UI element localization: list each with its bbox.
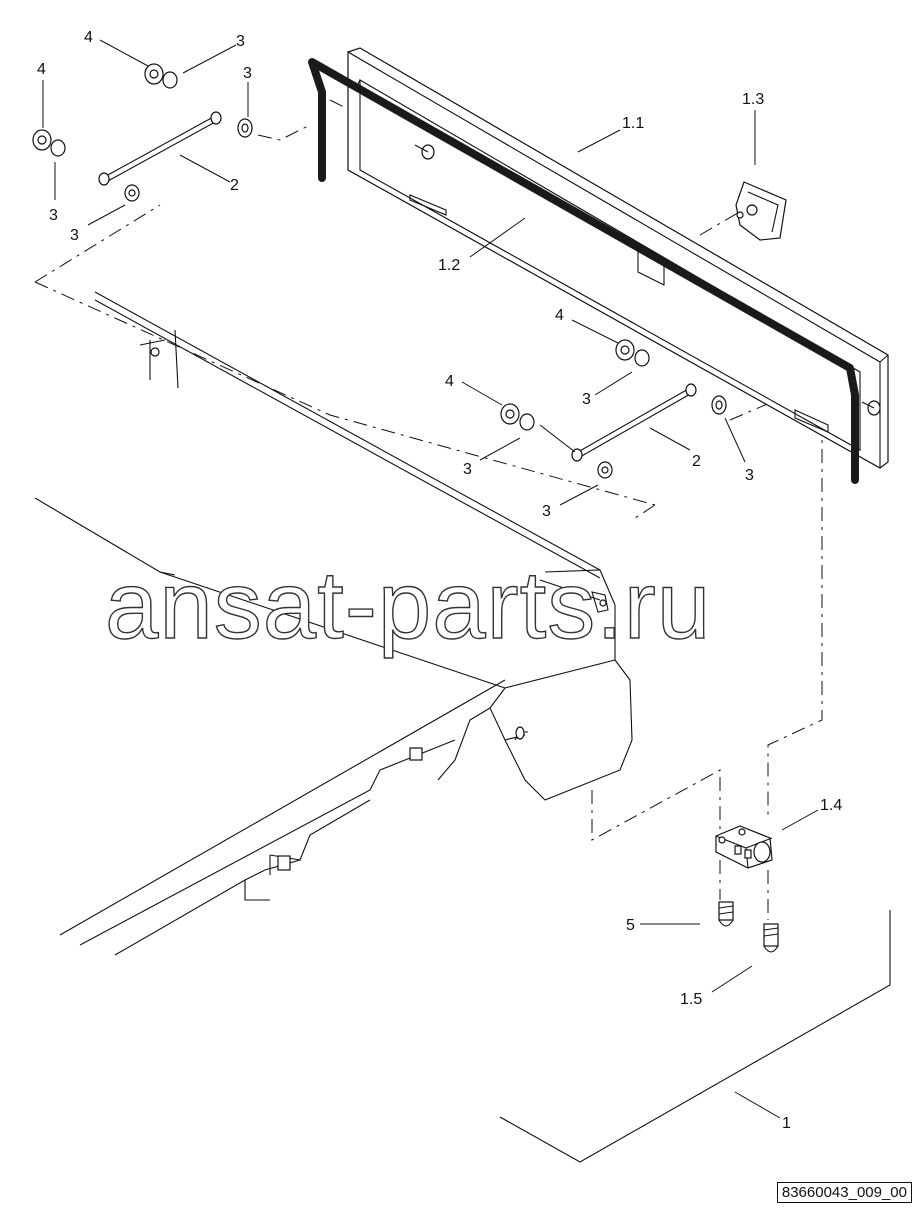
callout-3-mid-a: 3 xyxy=(582,391,591,408)
callout-1-1: 1.1 xyxy=(622,115,644,132)
assembly-lines xyxy=(34,99,823,920)
callout-2-top: 2 xyxy=(230,177,239,194)
callout-3-mid-c: 3 xyxy=(745,467,754,484)
watermark: ansat-parts.ru xyxy=(105,552,711,659)
callout-4-mid-b: 4 xyxy=(445,373,454,390)
assembly-bracket xyxy=(499,910,891,1163)
machine-body xyxy=(34,291,633,956)
bolt-1-5 xyxy=(763,923,779,953)
callout-3-left-b: 3 xyxy=(70,227,79,244)
callout-4-top-b: 4 xyxy=(37,61,46,78)
bolt-5 xyxy=(718,901,734,927)
strut-assembly-mid xyxy=(500,339,727,479)
callout-3-top-b: 3 xyxy=(243,65,252,82)
leader-lines xyxy=(42,39,819,1119)
callout-5: 5 xyxy=(626,917,635,934)
callout-1-5: 1.5 xyxy=(680,991,702,1008)
hinge-1-4 xyxy=(715,825,773,869)
callout-3-left-a: 3 xyxy=(49,207,58,224)
panel-1-1 xyxy=(347,47,889,469)
callout-3-top-a: 3 xyxy=(236,33,245,50)
seal-strip-1-2 xyxy=(308,58,859,484)
callout-4-mid-a: 4 xyxy=(555,307,564,324)
callout-2-mid: 2 xyxy=(692,453,701,470)
strut-assembly-top xyxy=(32,63,253,202)
callout-4-top-a: 4 xyxy=(84,29,93,46)
callout-labels: 4 3 3 4 2 3 3 1.1 1.2 1.3 4 3 4 3 2 3 3 … xyxy=(37,29,842,1132)
callout-3-mid-b: 3 xyxy=(463,461,472,478)
callout-1: 1 xyxy=(782,1115,791,1132)
callout-1-2: 1.2 xyxy=(438,257,460,274)
latch-1-3 xyxy=(735,181,787,241)
callout-1-4: 1.4 xyxy=(820,797,842,814)
callout-3-mid-d: 3 xyxy=(542,503,551,520)
drawing-reference: 83660043_009_00 xyxy=(776,1182,912,1203)
callout-1-3: 1.3 xyxy=(742,91,764,108)
